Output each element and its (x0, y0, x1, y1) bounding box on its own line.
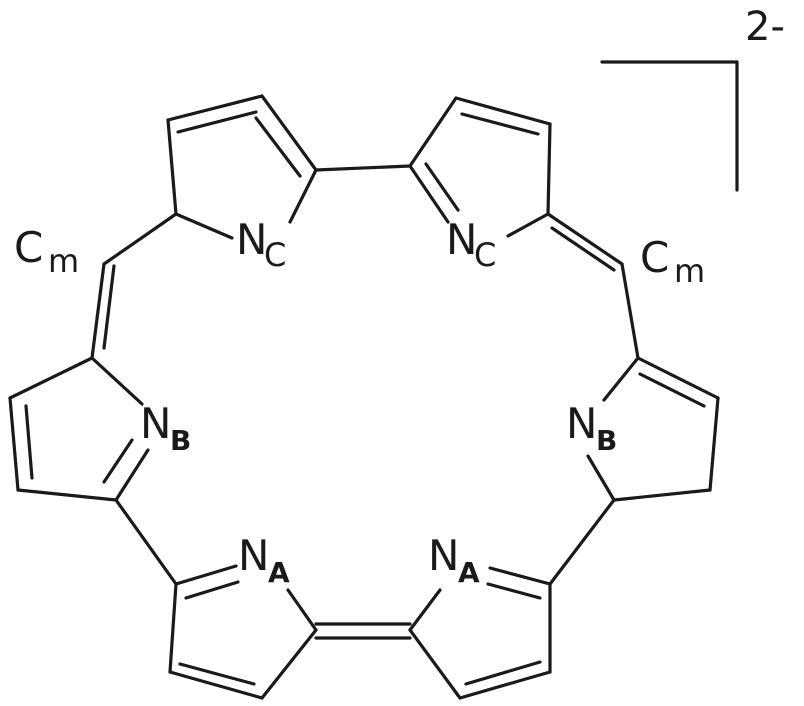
meso-bridge-right (546, 212, 640, 360)
bond-lower-left-link (114, 498, 178, 586)
svg-text:C: C (474, 236, 496, 274)
pyrrole-ring-upper-right (408, 96, 552, 238)
svg-text:m: m (48, 242, 79, 280)
charge-bracket (600, 60, 739, 192)
svg-text:m: m (674, 252, 705, 290)
atom-label-nc-right: N C (446, 215, 496, 274)
pyrrole-ring-lower-right (408, 566, 552, 700)
svg-text:B: B (170, 424, 191, 457)
svg-text:N: N (236, 215, 267, 264)
atom-label-cm-right: C m (640, 233, 705, 290)
svg-text:A: A (268, 556, 290, 589)
atom-label-na-right: N A (428, 531, 480, 589)
svg-text:N: N (428, 531, 459, 580)
svg-text:B: B (596, 424, 617, 457)
pyrrole-ring-left (8, 356, 150, 502)
meso-bridge-left (90, 212, 178, 360)
pyrrole-ring-right (586, 356, 720, 502)
atom-label-nc-left: N C (236, 215, 286, 274)
pyrrole-ring-lower-left (168, 564, 318, 700)
charge-label: 2- (745, 4, 785, 50)
svg-text:N: N (140, 399, 171, 448)
bond-lower-right-link (548, 498, 616, 586)
bond-bottom-double-link (314, 622, 412, 640)
svg-text:N: N (566, 399, 597, 448)
svg-text:A: A (458, 556, 480, 589)
svg-text:C: C (640, 233, 669, 282)
svg-text:N: N (446, 215, 477, 264)
atom-label-nb-left: N B (140, 399, 191, 457)
svg-text:C: C (264, 236, 286, 274)
pyrrole-ring-upper-left (166, 94, 318, 240)
atom-label-nb-right: N B (566, 399, 617, 457)
svg-text:N: N (238, 531, 269, 580)
atom-label-cm-left: C m (14, 223, 79, 280)
atom-label-na-left: N A (238, 531, 290, 589)
svg-text:C: C (14, 223, 43, 272)
bond-top-link (314, 164, 412, 172)
